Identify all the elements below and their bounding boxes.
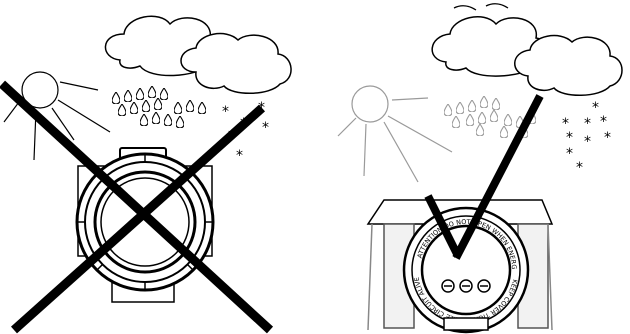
svg-text:*: * [566,130,573,146]
svg-text:*: * [592,100,599,116]
svg-text:*: * [566,146,573,162]
svg-text:*: * [604,130,611,146]
svg-text:*: * [222,104,229,120]
sun-icon [338,86,452,182]
svg-text:*: * [600,114,607,130]
svg-text:*: * [262,120,269,136]
left-panel: * * * * * * [2,16,291,330]
svg-text:*: * [576,160,583,176]
raindrop-icon [112,86,206,128]
svg-text:*: * [584,134,591,150]
snowflake-icon: * * * * * * * * * [562,100,611,176]
svg-text:*: * [236,148,243,164]
cloud-icon [432,4,622,95]
sun-icon [4,72,110,160]
svg-text:*: * [584,116,591,132]
cloud-icon [105,16,291,93]
